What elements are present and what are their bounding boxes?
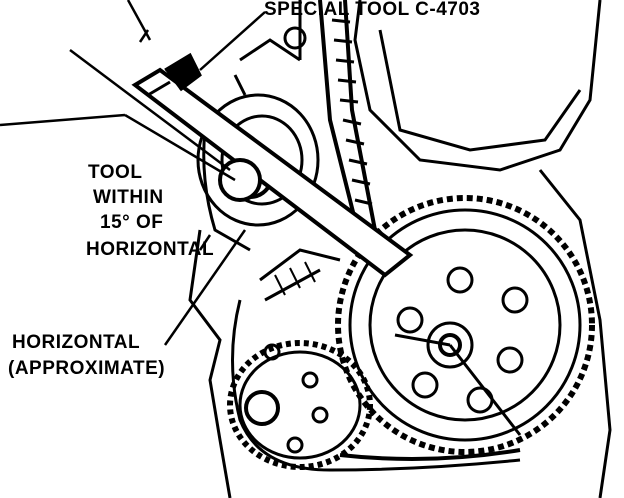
horizontal-approx-label-line2: (APPROXIMATE) [8, 358, 166, 379]
tool-within-label-line1: TOOL [88, 162, 143, 183]
horizontal-approx-label-line1: HORIZONTAL [12, 332, 141, 353]
leader-lines [0, 0, 266, 346]
tool-within-label-line3: 15° OF [100, 212, 164, 233]
timing-belt [259, 0, 521, 461]
camshaft-sprocket [335, 195, 595, 455]
tool-within-label-line4: HORIZONTAL [86, 239, 215, 260]
engine-block-outline [188, 0, 612, 498]
crankshaft-sprocket [227, 340, 373, 470]
tool-within-label-line2: WITHIN [93, 187, 164, 208]
special-tool-label: SPECIAL TOOL C-4703 [264, 0, 481, 20]
